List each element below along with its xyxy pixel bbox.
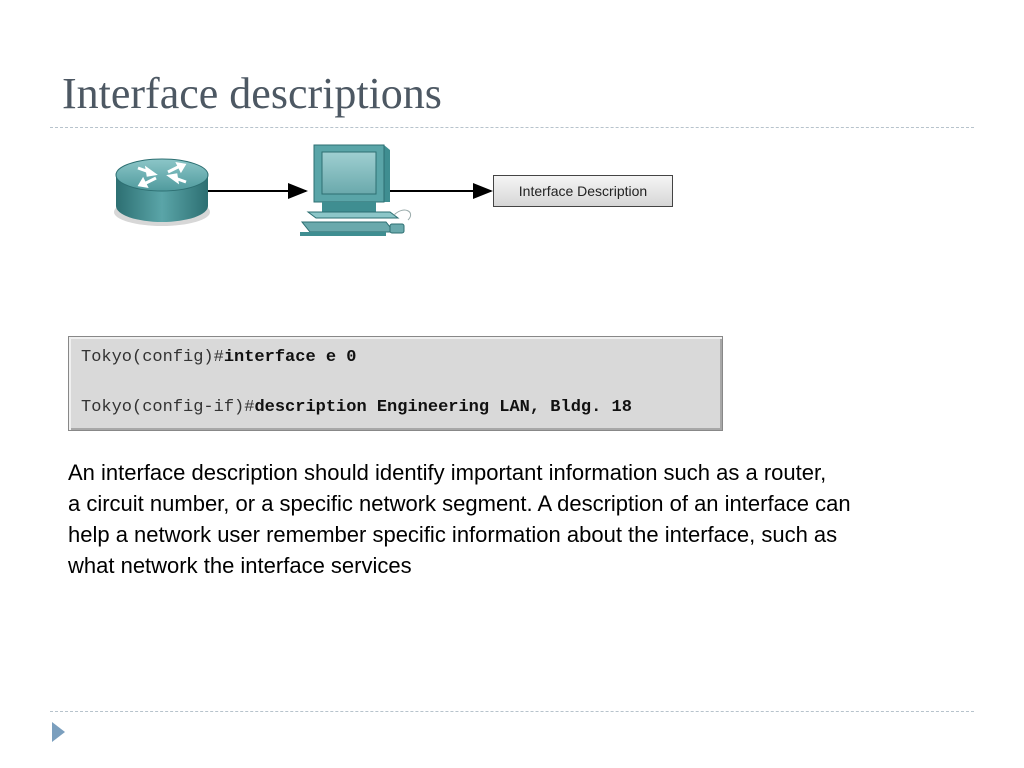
play-triangle-icon [52, 722, 65, 742]
body-line: An interface description should identify… [68, 460, 827, 485]
network-diagram [114, 144, 493, 236]
cli-prompt: Tokyo(config)# [81, 348, 224, 367]
workstation-icon [300, 144, 412, 236]
router-icon [114, 158, 210, 226]
cli-command: interface e 0 [223, 348, 357, 367]
body-line: a circuit number, or a specific network … [68, 491, 851, 516]
cli-line: Tokyo(config-if)#description Engineering… [81, 397, 722, 419]
slide-title: Interface descriptions [62, 69, 442, 118]
body-line: help a network user remember specific in… [68, 522, 838, 547]
title-divider [50, 127, 974, 128]
cli-output: Tokyo(config)#interface e 0 Tokyo(config… [68, 336, 723, 431]
body-line: what network the interface services [68, 553, 412, 578]
interface-description-label: Interface Description [493, 175, 673, 207]
cli-prompt: Tokyo(config-if)# [81, 398, 255, 417]
cli-line: Tokyo(config)#interface e 0 [81, 347, 722, 369]
body-paragraph: An interface description should identify… [68, 457, 998, 581]
footer-divider [50, 711, 974, 712]
cli-command: description Engineering LAN, Bldg. 18 [254, 398, 632, 417]
